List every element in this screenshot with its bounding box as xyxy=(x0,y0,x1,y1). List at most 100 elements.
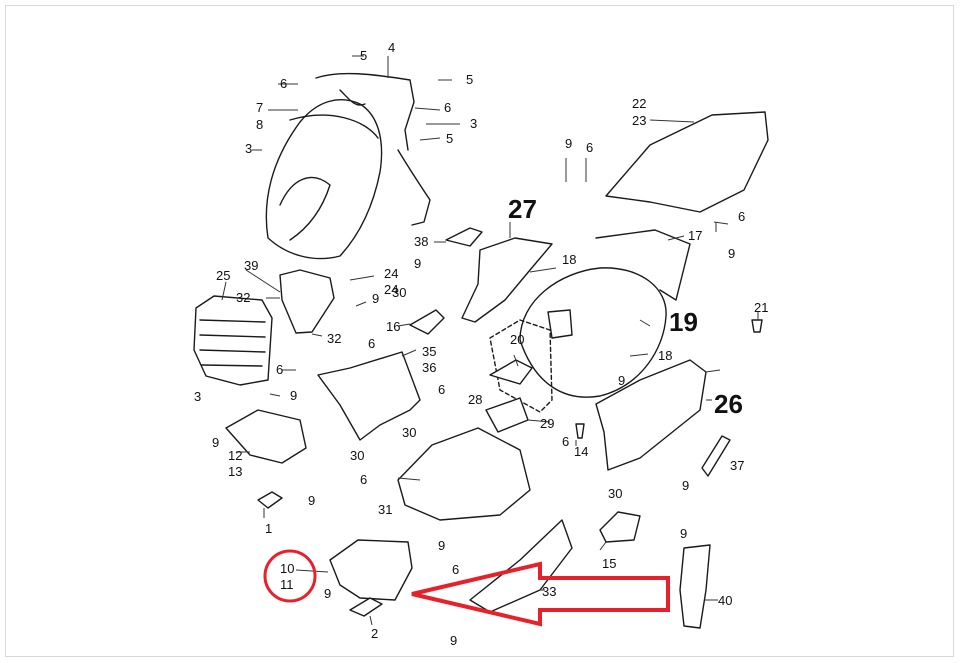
part-label-54: 28 xyxy=(468,392,482,407)
clip-part-2 xyxy=(349,597,383,617)
part-label-49: 24 xyxy=(384,266,398,281)
part-label-59: 30 xyxy=(608,486,622,501)
part-label-43: 18 xyxy=(658,348,672,363)
part-label-15: 6 xyxy=(562,434,569,449)
clip-part-1 xyxy=(257,491,283,509)
part-label-5: 4 xyxy=(388,40,395,55)
underseat-tray-part xyxy=(489,229,691,413)
part-label-37: 13 xyxy=(228,464,242,479)
part-label-24: 9 xyxy=(372,291,379,306)
part-label-25: 9 xyxy=(290,388,297,403)
part-label-28: 9 xyxy=(618,373,625,388)
part-label-14: 6 xyxy=(438,382,445,397)
part-label-55: 29 xyxy=(540,416,554,431)
cover-part-16 xyxy=(409,309,445,335)
part-label-50: 24 xyxy=(384,282,398,297)
part-label-13: 6 xyxy=(276,362,283,377)
part-label-34: 10 xyxy=(280,561,294,576)
part-label-10: 6 xyxy=(444,100,451,115)
part-label-27: 9 xyxy=(308,493,315,508)
part-label-2: 3 xyxy=(245,141,252,156)
part-number-labels: 1233345556666666666789999999999999101112… xyxy=(194,40,768,648)
part-label-20: 8 xyxy=(256,117,263,132)
part-label-33: 9 xyxy=(450,633,457,648)
part-label-39: 15 xyxy=(602,556,616,571)
part-label-57: 30 xyxy=(402,425,416,440)
bracket-part xyxy=(225,409,307,464)
side-cover-part xyxy=(595,359,707,471)
part-label-48: 23 xyxy=(632,113,646,128)
rear-cowl-part xyxy=(605,111,769,213)
part-label-64: 35 xyxy=(422,344,436,359)
front-grill-part xyxy=(193,295,273,386)
part-label-56: 30 xyxy=(392,285,406,300)
inner-cover-part xyxy=(279,269,335,334)
part-label-8: 5 xyxy=(446,131,453,146)
part-label-61: 32 xyxy=(236,290,250,305)
part-label-62: 32 xyxy=(327,331,341,346)
part-label-51: 25 xyxy=(216,268,230,283)
part-label-26: 9 xyxy=(212,435,219,450)
part-label-69: 40 xyxy=(718,593,732,608)
part-label-21: 9 xyxy=(565,136,572,151)
lower-cover-part xyxy=(329,539,413,601)
part-label-38: 14 xyxy=(574,444,588,459)
part-label-22: 9 xyxy=(728,246,735,261)
part-label-41: 17 xyxy=(688,228,702,243)
part-label-63: 33 xyxy=(542,584,556,599)
part-label-17: 6 xyxy=(452,562,459,577)
part-label-9: 6 xyxy=(280,76,287,91)
part-label-16: 6 xyxy=(360,472,367,487)
part-label-53: 27 xyxy=(508,194,537,224)
highlight-circle xyxy=(263,549,317,603)
leader-lines xyxy=(221,55,759,626)
part-label-66: 37 xyxy=(730,458,744,473)
part-label-47: 22 xyxy=(632,96,646,111)
side-panel-part xyxy=(317,351,421,441)
part-label-67: 38 xyxy=(414,234,428,249)
plug-part-14 xyxy=(575,423,585,439)
part-label-65: 36 xyxy=(422,360,436,375)
floor-panel-part xyxy=(397,427,531,521)
part-label-40: 16 xyxy=(386,319,400,334)
part-label-0: 1 xyxy=(265,521,272,536)
plug-part-21 xyxy=(751,319,763,333)
diagram-frame xyxy=(5,5,954,657)
part-label-45: 20 xyxy=(510,332,524,347)
part-label-46: 21 xyxy=(754,300,768,315)
part-label-4: 3 xyxy=(470,116,477,131)
center-cover-part xyxy=(461,237,553,323)
cover-part-29 xyxy=(485,397,529,433)
part-label-30: 9 xyxy=(680,526,687,541)
cover-part-15 xyxy=(599,511,641,543)
part-label-31: 9 xyxy=(438,538,445,553)
callout-arrow xyxy=(411,561,670,627)
cover-part-20 xyxy=(489,359,533,385)
part-label-42: 18 xyxy=(562,252,576,267)
part-label-23: 9 xyxy=(414,256,421,271)
part-label-11: 6 xyxy=(586,140,593,155)
under-cover-part xyxy=(469,519,573,613)
part-label-32: 9 xyxy=(324,586,331,601)
part-label-7: 5 xyxy=(466,72,473,87)
mudflap-part xyxy=(679,544,711,629)
part-label-58: 30 xyxy=(350,448,364,463)
badge-part-38 xyxy=(445,227,483,247)
front-cover-part xyxy=(265,72,431,260)
part-label-52: 26 xyxy=(714,389,743,419)
part-label-12: 6 xyxy=(738,209,745,224)
part-label-6: 5 xyxy=(360,48,367,63)
part-label-60: 31 xyxy=(378,502,392,517)
part-label-44: 19 xyxy=(669,307,698,337)
part-label-35: 11 xyxy=(280,577,294,592)
part-label-29: 9 xyxy=(682,478,689,493)
part-label-36: 12 xyxy=(228,448,242,463)
part-label-18: 6 xyxy=(368,336,375,351)
reflector-part-37 xyxy=(701,435,731,477)
part-label-1: 2 xyxy=(371,626,378,641)
part-label-19: 7 xyxy=(256,100,263,115)
part-label-3: 3 xyxy=(194,389,201,404)
part-label-68: 39 xyxy=(244,258,258,273)
